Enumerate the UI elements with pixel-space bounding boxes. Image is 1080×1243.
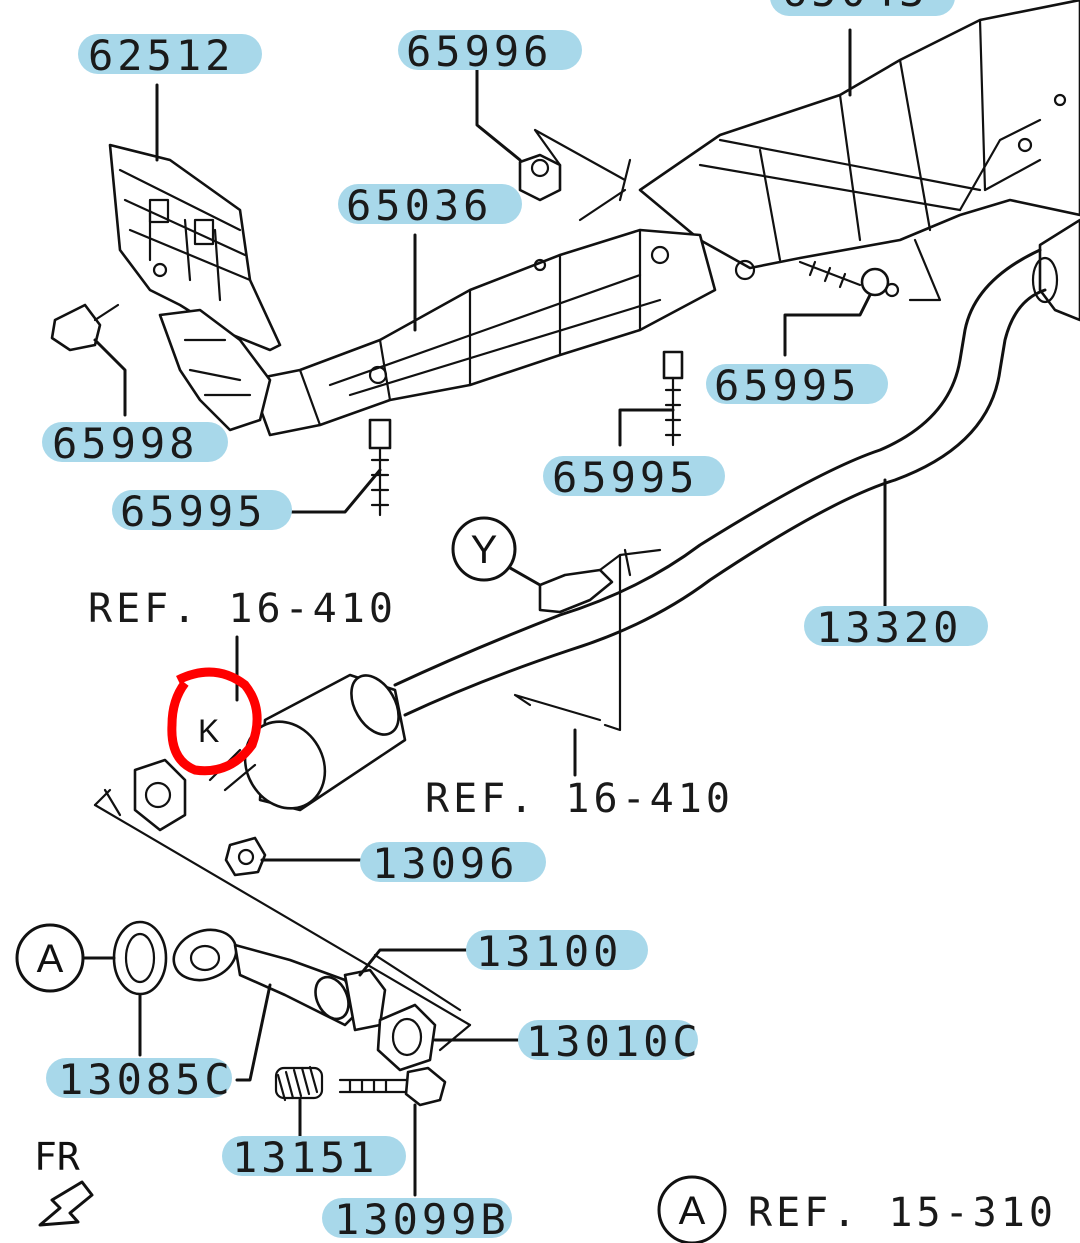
ref-upper: REF. 16-410 bbox=[88, 586, 397, 632]
label-13320[interactable]: 13320 bbox=[804, 603, 988, 652]
exhaust-assembly-drawing bbox=[50, 0, 1080, 1107]
svg-text:FR: FR bbox=[34, 1135, 80, 1179]
label-62512[interactable]: 62512 bbox=[78, 31, 262, 80]
catalytic-converter bbox=[208, 673, 407, 812]
svg-text:13099B: 13099B bbox=[334, 1195, 510, 1243]
leader-lines bbox=[80, 28, 887, 1197]
svg-text:13151: 13151 bbox=[232, 1133, 378, 1182]
svg-text:A: A bbox=[37, 937, 64, 981]
front-arrow-icon bbox=[38, 1180, 94, 1227]
heat-shield-bolt-left bbox=[50, 303, 120, 352]
shield-bolt-right bbox=[662, 350, 684, 447]
svg-text:Y: Y bbox=[471, 528, 498, 572]
svg-text:13100: 13100 bbox=[476, 927, 622, 976]
front-direction-indicator: FR bbox=[34, 1135, 94, 1227]
shield-nut-top bbox=[518, 153, 562, 202]
center-heat-shield bbox=[248, 228, 717, 437]
front-exhaust-pipe bbox=[172, 928, 387, 1032]
svg-text:65998: 65998 bbox=[52, 419, 198, 468]
ring-gasket-13085c bbox=[112, 920, 168, 996]
bolt-13099b bbox=[338, 1066, 447, 1107]
svg-text:65995: 65995 bbox=[714, 361, 860, 410]
label-13010c[interactable]: 13010C bbox=[518, 1017, 702, 1066]
front-heat-protector bbox=[108, 143, 282, 352]
ref-lower: REF. 16-410 bbox=[425, 776, 734, 822]
tail-pipe-section bbox=[1038, 218, 1080, 322]
part-number-labels: 65043 62512 65996 65036 65998 65995 6599… bbox=[42, 0, 988, 1243]
callout-a-left: A bbox=[15, 923, 85, 993]
red-highlight-circle: K bbox=[167, 667, 262, 776]
callout-y: Y bbox=[451, 516, 517, 582]
label-65043[interactable]: 65043 bbox=[770, 0, 955, 16]
svg-text:65995: 65995 bbox=[552, 453, 698, 502]
pipe-hanger-y bbox=[538, 568, 614, 614]
callout-a-ref: A bbox=[657, 1175, 727, 1243]
svg-text:13096: 13096 bbox=[372, 839, 518, 888]
svg-text:13010C: 13010C bbox=[526, 1017, 702, 1066]
flange-nut bbox=[224, 836, 267, 877]
label-13100[interactable]: 13100 bbox=[466, 927, 648, 976]
label-65995-left[interactable]: 65995 bbox=[112, 487, 292, 536]
label-13099b[interactable]: 13099B bbox=[322, 1195, 512, 1243]
label-65998[interactable]: 65998 bbox=[42, 419, 228, 468]
label-65036[interactable]: 65036 bbox=[338, 181, 522, 230]
label-65995-right[interactable]: 65995 bbox=[706, 361, 888, 410]
spring-13151 bbox=[274, 1065, 324, 1102]
svg-text:65996: 65996 bbox=[406, 27, 552, 76]
svg-text:62512: 62512 bbox=[88, 31, 234, 80]
svg-text:65036: 65036 bbox=[346, 181, 492, 230]
svg-text:13320: 13320 bbox=[816, 603, 962, 652]
ref-a: REF. 15-310 bbox=[748, 1190, 1057, 1236]
svg-text:65043: 65043 bbox=[782, 0, 928, 16]
reference-labels: REF. 16-410 REF. 16-410 REF. 15-310 bbox=[88, 586, 1057, 1236]
k-mark: K bbox=[198, 713, 219, 749]
label-65995-middle[interactable]: 65995 bbox=[543, 453, 725, 502]
front-flange-gasket bbox=[133, 758, 187, 832]
svg-text:A: A bbox=[679, 1189, 706, 1233]
center-exhaust-pipe bbox=[393, 248, 1042, 687]
shield-bolt-rear bbox=[798, 260, 900, 298]
label-13151[interactable]: 13151 bbox=[222, 1133, 406, 1182]
rear-flange-gasket-13010c bbox=[376, 1003, 437, 1072]
svg-text:13085C: 13085C bbox=[58, 1055, 234, 1104]
label-13096[interactable]: 13096 bbox=[360, 839, 546, 888]
svg-text:65995: 65995 bbox=[120, 487, 266, 536]
label-65996[interactable]: 65996 bbox=[398, 27, 582, 76]
label-13085c[interactable]: 13085C bbox=[46, 1055, 234, 1104]
shield-bolt-center bbox=[368, 418, 392, 517]
